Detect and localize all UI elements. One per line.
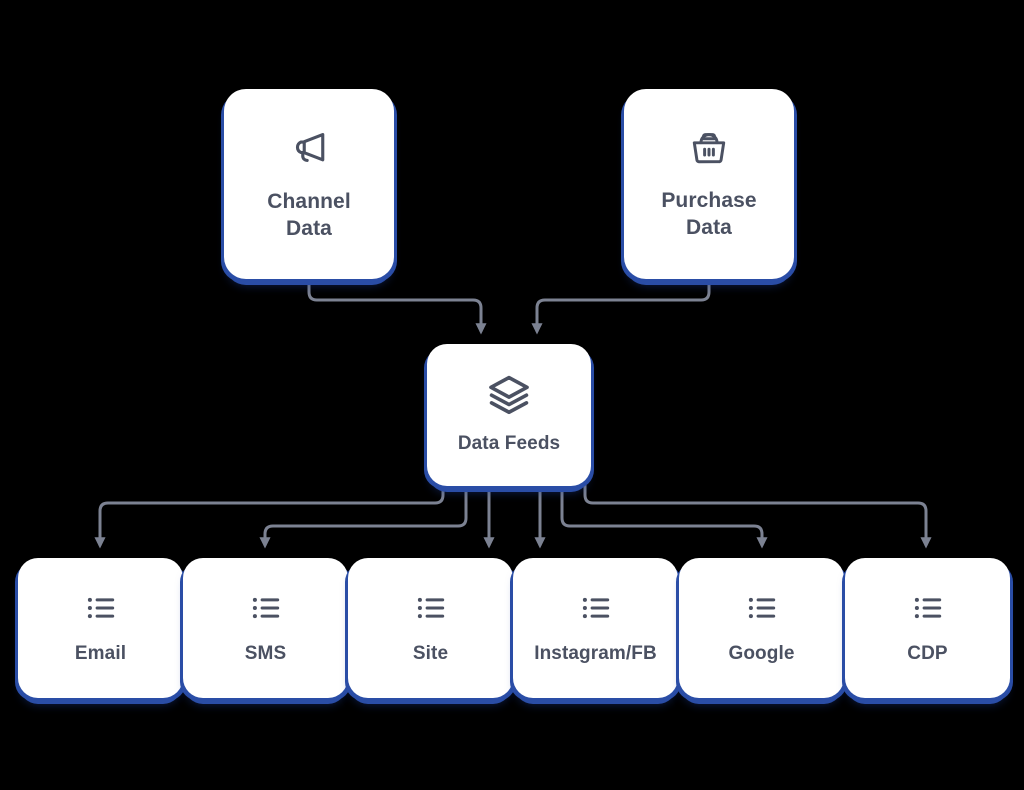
node-label-cdp: CDP — [907, 642, 948, 664]
connector-feeds-to-google — [560, 482, 768, 549]
node-card-google[interactable]: Google — [679, 558, 844, 698]
connector-channel-to-feeds — [307, 279, 487, 335]
connector-purchase-to-feeds — [531, 279, 711, 335]
connector-feeds-to-email — [94, 482, 445, 549]
connector-feeds-to-sms — [259, 482, 468, 549]
node-card-data-feeds[interactable]: Data Feeds — [427, 344, 591, 486]
list-icon — [578, 590, 614, 626]
list-icon — [248, 590, 284, 626]
label-line-2: Data — [686, 216, 732, 239]
list-icon — [83, 590, 119, 626]
megaphone-icon — [287, 125, 331, 169]
node-card-site[interactable]: Site — [348, 558, 513, 698]
node-label-sms: SMS — [244, 642, 287, 664]
node-label-channel-data: Channel Data — [267, 189, 351, 243]
list-icon — [744, 590, 780, 626]
node-label-instagram-fb: Instagram/FB — [534, 642, 657, 664]
node-label-email: Email — [74, 642, 127, 664]
node-card-cdp[interactable]: CDP — [845, 558, 1010, 698]
node-label-site: Site — [412, 642, 449, 664]
node-label-data-feeds: Data Feeds — [457, 432, 561, 454]
layers-icon — [486, 372, 532, 418]
connector-feeds-to-cdp — [583, 482, 932, 549]
list-icon — [910, 590, 946, 626]
node-label-purchase-data: Purchase Data — [661, 188, 756, 242]
node-label-google: Google — [728, 642, 795, 664]
node-card-purchase-data[interactable]: Purchase Data — [624, 89, 794, 279]
label-line-1: Channel — [267, 190, 351, 214]
label-line-2: Data — [286, 217, 332, 240]
list-icon — [413, 590, 449, 626]
node-card-sms[interactable]: SMS — [183, 558, 348, 698]
node-card-channel-data[interactable]: Channel Data — [224, 89, 394, 279]
label-line-1: Purchase — [661, 189, 757, 213]
node-card-email[interactable]: Email — [18, 558, 183, 698]
basket-icon — [688, 126, 730, 168]
node-card-instagram-fb[interactable]: Instagram/FB — [513, 558, 678, 698]
